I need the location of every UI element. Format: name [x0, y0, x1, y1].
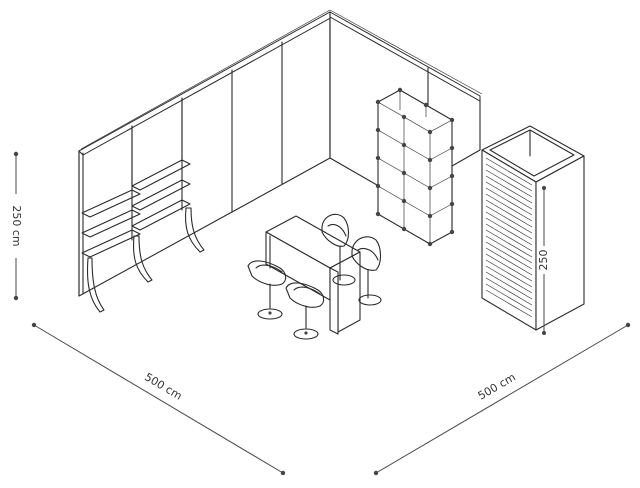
- cabinet-shutter: [485, 157, 533, 318]
- storage-cabinet: [481, 125, 585, 331]
- height-cabinet-label: 250: [537, 250, 550, 271]
- bar-stool: [321, 213, 356, 286]
- bar-counter: [265, 215, 361, 335]
- shelf-leg: [132, 235, 153, 283]
- shelving-unit: [81, 97, 205, 313]
- cube-shelf: [375, 87, 455, 247]
- bar-stool: [247, 260, 287, 320]
- dimension-width-left: [31, 322, 286, 476]
- height-left-label: 250 cm: [10, 205, 23, 246]
- dimension-width-right: [373, 322, 631, 476]
- shelf-leg: [184, 207, 205, 253]
- bar-stool: [285, 282, 325, 340]
- shelf: [81, 159, 191, 258]
- shelf-leg: [86, 257, 105, 313]
- dimension-height-cabinet: [537, 186, 551, 335]
- dimension-height-left: [9, 151, 23, 301]
- bar-stool: [351, 236, 382, 306]
